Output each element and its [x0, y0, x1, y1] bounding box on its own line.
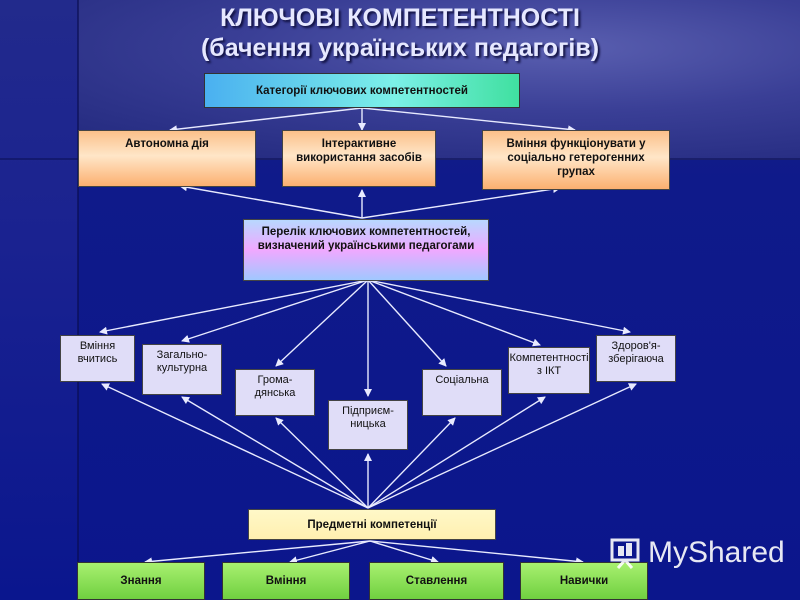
arrow-list-c3 — [275, 279, 369, 367]
competence-learn: Вміння вчитись — [60, 335, 135, 382]
arrow-list-c1 — [99, 279, 369, 335]
arrow-list-c5 — [367, 279, 447, 367]
arrow-cat-groups — [361, 107, 576, 134]
watermark-logo: MyShared — [608, 536, 785, 570]
bottom-attitude: Ставлення — [369, 562, 504, 600]
arrow-list-autonomous — [179, 183, 363, 219]
arrow-cat-autonomous — [169, 107, 363, 134]
arrow-subj-b1 — [144, 540, 371, 566]
competence-civic: Грома-дянська — [235, 369, 315, 416]
arrow-list-groups — [361, 185, 561, 219]
competence-ict: Компетентності з ІКТ — [508, 347, 590, 394]
arrow-subj-c5 — [367, 417, 456, 509]
bottom-knowledge: Знання — [77, 562, 205, 600]
competence-health: Здоров'я-зберігаюча — [596, 335, 676, 382]
arrow-subj-c6 — [367, 396, 546, 509]
categories-box: Категорії ключових компетентностей — [204, 73, 520, 108]
title-line-2: (бачення українських педагогів) — [200, 34, 600, 62]
watermark-text: MyShared — [648, 536, 785, 569]
arrow-subj-c3 — [275, 417, 369, 509]
subject-competences-box: Предметні компетенції — [248, 509, 496, 540]
arrow-subj-b3 — [369, 540, 439, 564]
competence-entrepreneurial: Підприєм-ницька — [328, 400, 408, 450]
arrow-subj-b2 — [289, 540, 371, 565]
arrow-list-c7 — [367, 279, 631, 335]
arrow-subj-c2 — [181, 396, 369, 509]
bottom-abilities: Навички — [520, 562, 648, 600]
arrow-list-c6 — [367, 279, 541, 347]
competences-list-box: Перелік ключових компетентностей, визнач… — [243, 219, 489, 281]
arrow-list-c2 — [181, 279, 369, 343]
arrow-subj-c7 — [367, 383, 637, 509]
competence-cultural: Загально-культурна — [142, 344, 222, 395]
left-divider — [77, 0, 79, 600]
category-autonomous: Автономна дія — [78, 130, 256, 187]
left-stripe — [0, 0, 78, 600]
category-interactive: Інтерактивне використання засобів — [282, 130, 436, 187]
competence-social: Соціальна — [422, 369, 502, 416]
presentation-icon — [610, 538, 640, 569]
title-line-1: КЛЮЧОВІ КОМПЕТЕНТНОСТІ — [220, 4, 580, 32]
category-groups: Вміння функціонувати у соціально гетерог… — [482, 130, 670, 190]
arrow-subj-b4 — [369, 540, 584, 566]
bottom-skills: Вміння — [222, 562, 350, 600]
arrow-subj-c1 — [101, 383, 369, 509]
